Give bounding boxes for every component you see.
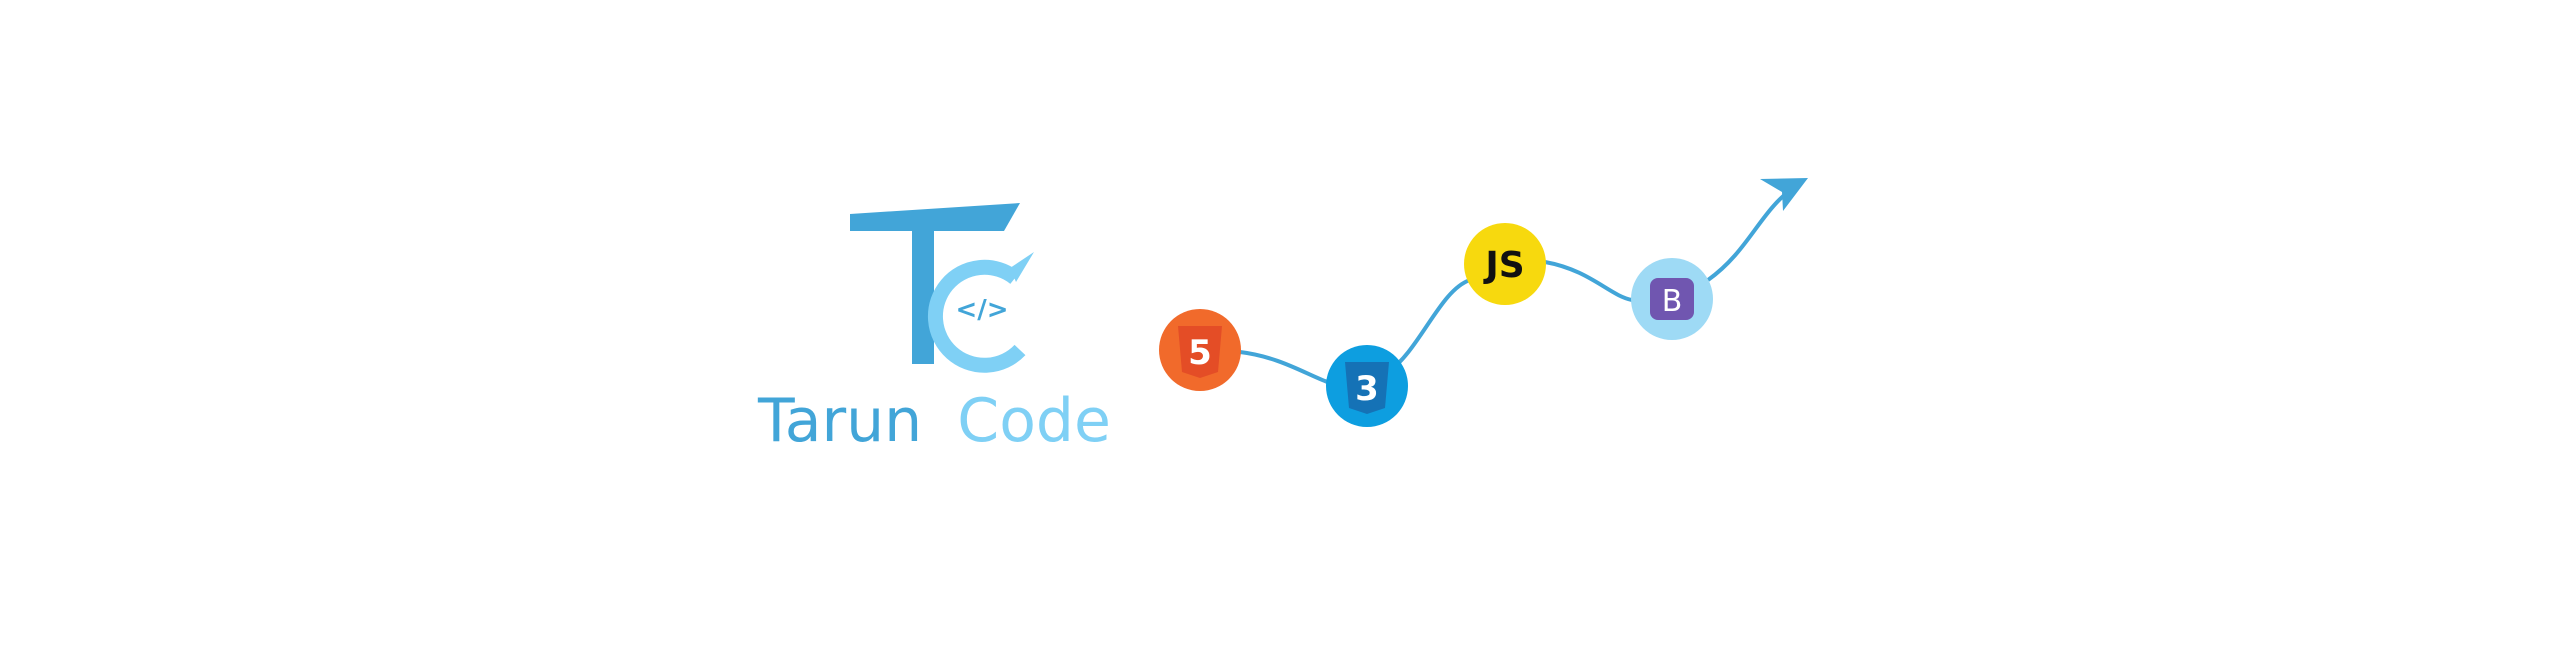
logo-t-bar	[850, 203, 1020, 231]
brand-name-code: Code	[957, 386, 1111, 456]
svg-text:Tarun Code: Tarun Code	[757, 386, 1111, 456]
javascript-step: JS	[1464, 223, 1546, 305]
css3-shield-icon	[1345, 362, 1389, 414]
svg-text:3: 3	[1355, 369, 1379, 409]
svg-text:B: B	[1662, 284, 1683, 319]
svg-text:5: 5	[1188, 333, 1212, 373]
bootstrap-step: B	[1631, 258, 1713, 340]
logo-c	[927, 259, 1026, 373]
roadmap-path	[1239, 184, 1798, 388]
brand-name-tarun: Tarun	[757, 386, 922, 456]
svg-text:JS: JS	[1482, 245, 1524, 286]
tarun-code-logo: </> Tarun Code	[757, 203, 1111, 456]
logo-t-stem	[912, 231, 934, 364]
logo-c-tip	[1010, 252, 1034, 282]
html5-step: 5	[1159, 309, 1241, 391]
logo-code-glyph: </>	[955, 295, 1008, 325]
arrow-head-icon	[1760, 178, 1808, 211]
css3-step: 3	[1326, 345, 1408, 427]
bootstrap-logo-icon	[1650, 278, 1694, 320]
html5-shield-icon	[1178, 326, 1222, 378]
